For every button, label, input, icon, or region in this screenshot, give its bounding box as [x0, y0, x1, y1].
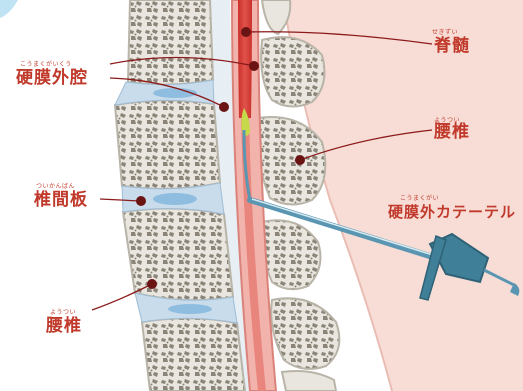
dot-disc [136, 196, 146, 206]
label-epidural-space: 硬膜外腔 [16, 70, 88, 87]
dot-vertebra-left [147, 279, 157, 289]
disc-nucleus-3 [168, 304, 212, 314]
label-catheter: 硬膜外カテーテル [388, 205, 516, 220]
label-vertebra-right: 腰椎 [434, 124, 470, 141]
dot-epidural-2 [219, 102, 229, 112]
dot-epidural-1 [249, 61, 259, 71]
spinous-process-3 [261, 220, 320, 289]
label-disc: 椎間板 [34, 192, 88, 209]
vertebral-body-4 [142, 318, 245, 391]
spinous-process-4 [271, 298, 339, 369]
ruby-catheter: こうまくがい [400, 196, 439, 202]
label-spinal-cord: 脊髄 [434, 38, 470, 55]
dot-spinal-cord [241, 27, 251, 37]
lamina-1 [262, 0, 290, 34]
vertebral-body-1 [128, 0, 213, 85]
lamina-4 [282, 371, 336, 391]
vertebral-body-2 [115, 100, 220, 189]
corner-ring [0, 0, 18, 18]
label-vertebra-left: 腰椎 [46, 318, 82, 335]
spinous-process-1 [261, 37, 324, 106]
disc-nucleus-2 [153, 193, 197, 205]
dot-vertebra-right [295, 155, 305, 165]
spinal-cord [238, 0, 252, 118]
vertebral-body-3 [123, 208, 233, 300]
